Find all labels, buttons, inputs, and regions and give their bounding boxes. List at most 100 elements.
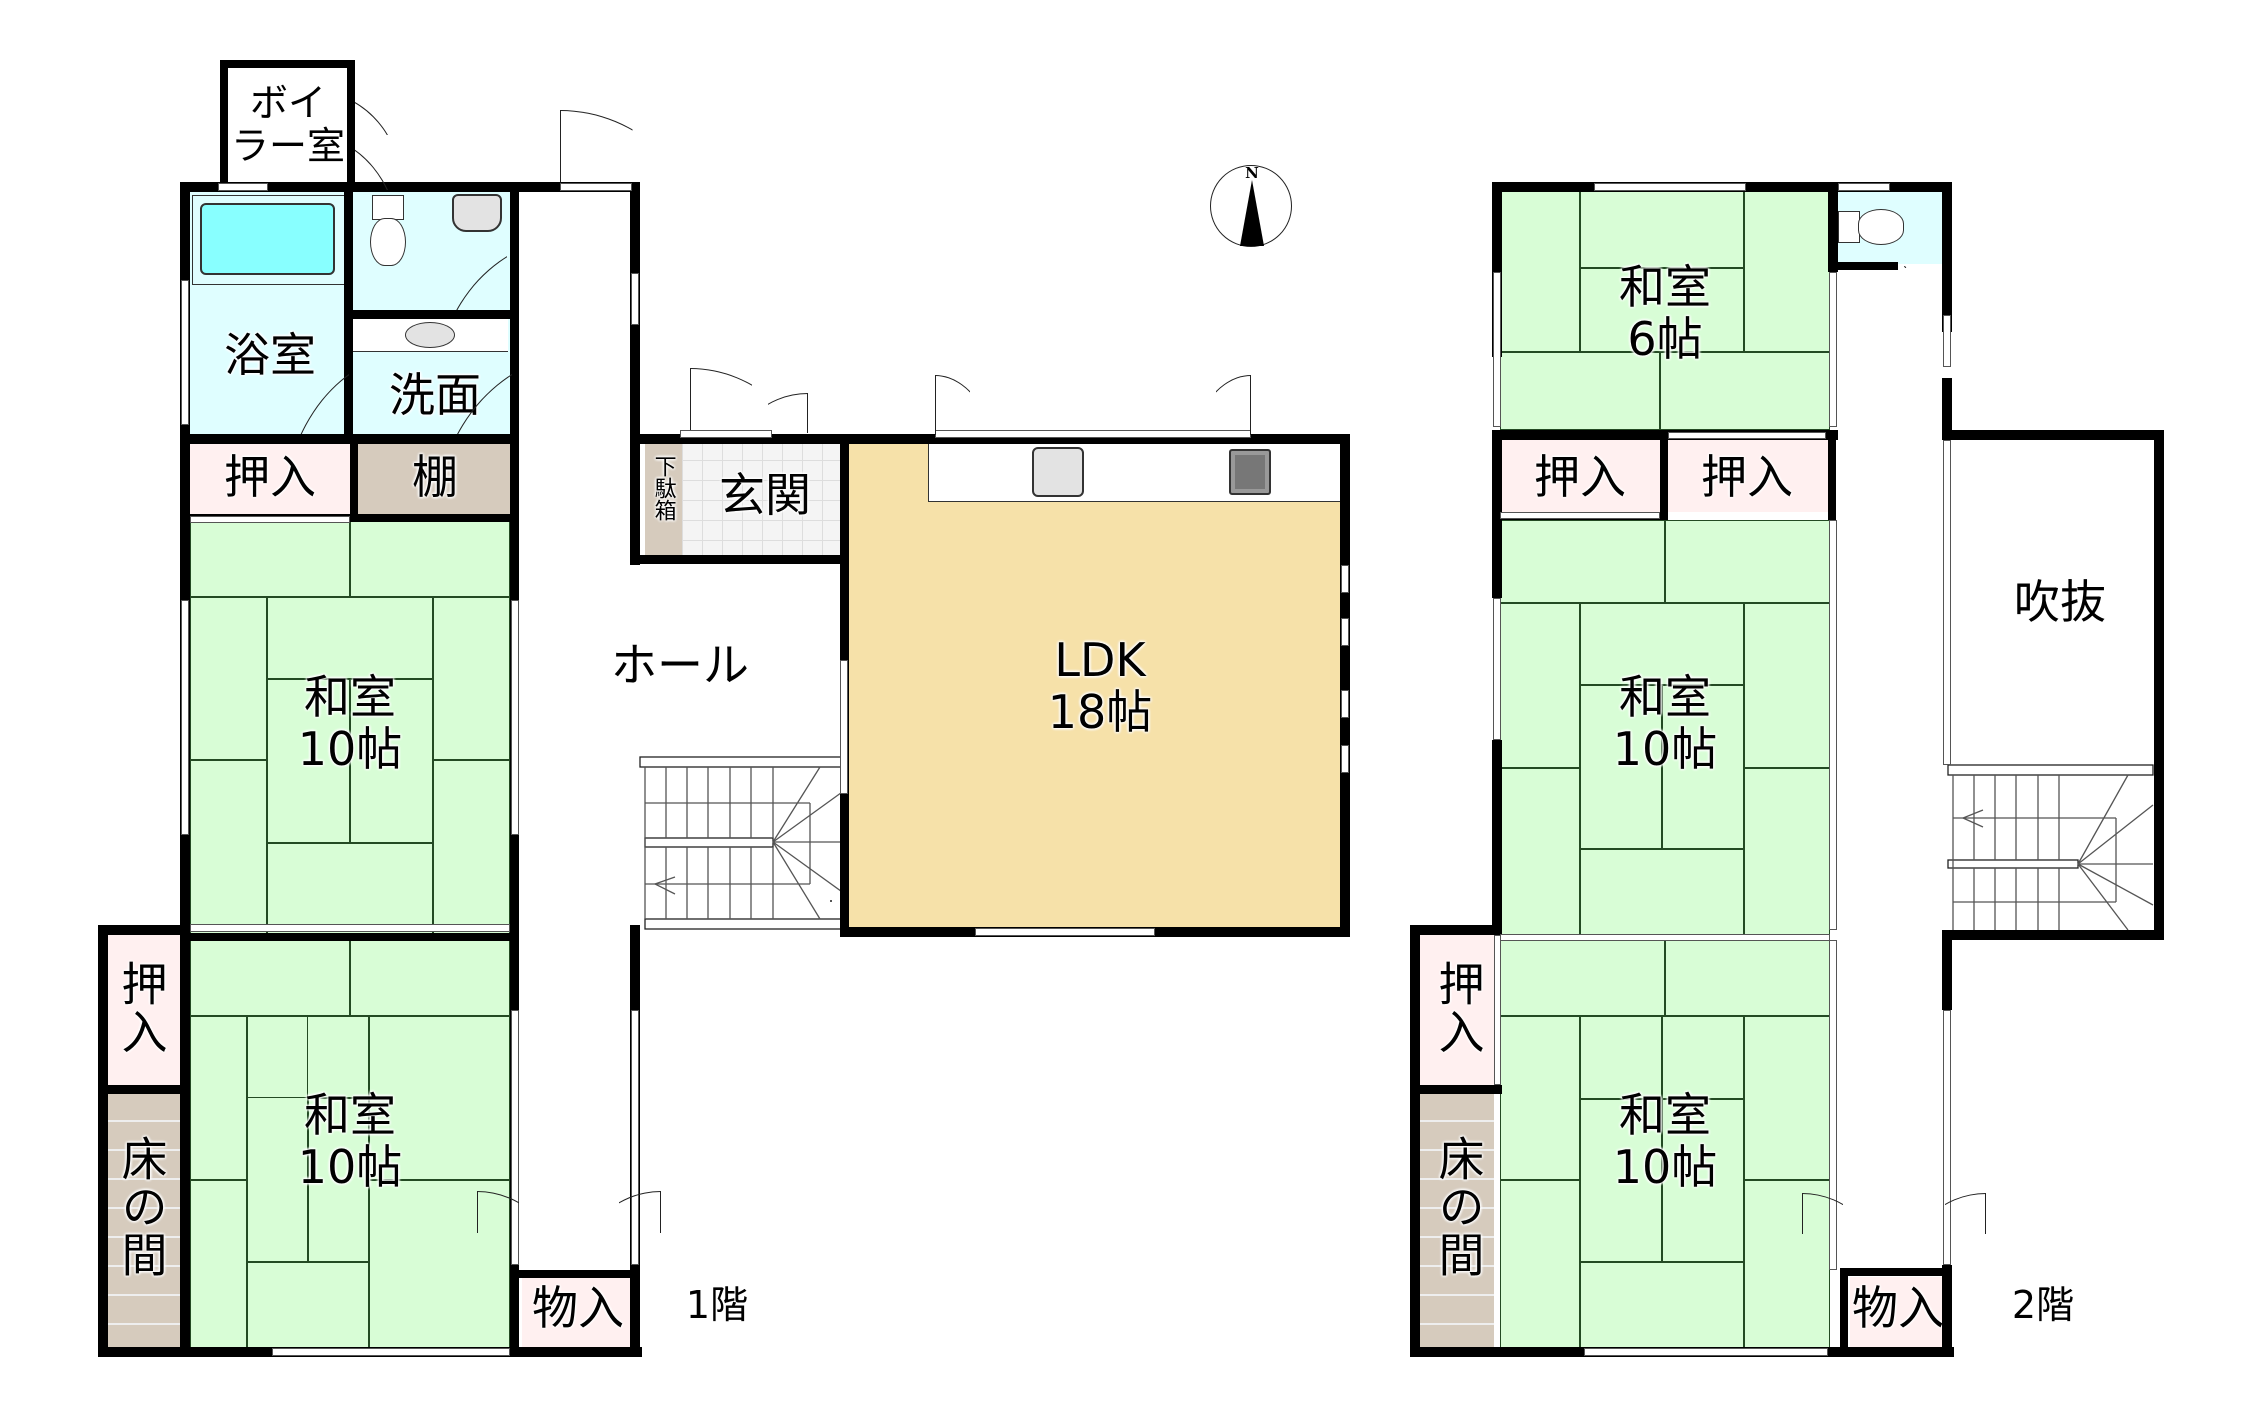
room-ldk[interactable] bbox=[848, 440, 1344, 930]
tatami-mat bbox=[1580, 268, 1744, 352]
room-closet-top[interactable] bbox=[190, 444, 350, 516]
tatami-mat bbox=[1580, 190, 1744, 268]
tatami-mat bbox=[1580, 1262, 1744, 1353]
tatami-mat bbox=[1500, 190, 1580, 352]
room-tokonoma[interactable] bbox=[100, 1093, 182, 1351]
room-washitsu-6[interactable] bbox=[1500, 190, 1830, 430]
label-shelf: 棚 bbox=[412, 450, 458, 504]
label-storage: 物入 bbox=[532, 1281, 624, 1335]
window bbox=[830, 900, 832, 902]
floor-1-label: 1階 bbox=[685, 1283, 749, 1327]
label-washitsu-lower-name: 和室 bbox=[304, 1088, 396, 1142]
window bbox=[1829, 520, 1837, 930]
room-corridor-2f[interactable] bbox=[1838, 268, 1948, 1268]
front-door-frame[interactable] bbox=[560, 183, 632, 191]
label-closet-a: 押入 bbox=[1534, 450, 1626, 504]
compass: N bbox=[1210, 164, 1292, 247]
window bbox=[1500, 512, 1660, 519]
tatami-mat bbox=[1500, 938, 1665, 1016]
window bbox=[1943, 1010, 1951, 1265]
tatami-mat bbox=[247, 1016, 308, 1262]
label-washroom: 洗面 bbox=[389, 368, 481, 422]
window bbox=[1341, 618, 1349, 646]
label-washitsu-lower-size: 10帖 bbox=[297, 1140, 403, 1194]
tatami-mat bbox=[308, 1098, 369, 1262]
room-hall-east[interactable] bbox=[635, 565, 845, 760]
tatami-mat bbox=[1662, 685, 1744, 849]
tatami-mat bbox=[190, 1180, 247, 1353]
room-closet-left-2f[interactable] bbox=[1420, 935, 1494, 1085]
tatami-mat bbox=[1665, 520, 1830, 603]
tatami-mat bbox=[190, 938, 350, 1016]
tatami-mat bbox=[433, 597, 510, 760]
window bbox=[1494, 935, 1501, 1085]
room-storage[interactable] bbox=[522, 1277, 634, 1351]
tatami-mat bbox=[1744, 768, 1830, 938]
room-tokonoma-2f[interactable] bbox=[1420, 1093, 1494, 1351]
window bbox=[1829, 940, 1837, 1270]
tatami-mat bbox=[1662, 1016, 1744, 1262]
label-bath: 浴室 bbox=[224, 328, 316, 382]
room-boiler[interactable] bbox=[220, 60, 355, 190]
label-closet-left-2f: 押入 bbox=[1431, 960, 1486, 1056]
window bbox=[1943, 315, 1951, 367]
staircase-2f-drawing bbox=[1947, 764, 2154, 931]
room-shelf[interactable] bbox=[358, 444, 510, 514]
window bbox=[181, 280, 189, 425]
window bbox=[511, 1010, 519, 1265]
stove-icon bbox=[1229, 449, 1271, 495]
toilet-tank-icon bbox=[372, 195, 404, 220]
tatami-mat bbox=[1580, 603, 1744, 685]
floor-2-label: 2階 bbox=[2011, 1283, 2075, 1327]
room-closet-b[interactable] bbox=[1668, 440, 1828, 512]
staircase-2f[interactable] bbox=[1947, 764, 2154, 931]
ldk-door-frame[interactable] bbox=[935, 430, 1251, 438]
staircase-drawing bbox=[639, 756, 846, 930]
label-storage-2f: 物入 bbox=[1852, 1281, 1944, 1335]
label-shoe-box: 下駄箱 bbox=[650, 455, 676, 521]
window bbox=[1838, 183, 1890, 191]
tatami-mat bbox=[1500, 768, 1580, 938]
room-shoe-box[interactable] bbox=[645, 440, 682, 555]
tatami-mat bbox=[1744, 190, 1830, 352]
label-washitsu-mid-size: 10帖 bbox=[1612, 722, 1718, 776]
tatami-mat bbox=[267, 679, 350, 843]
tatami-mat bbox=[1580, 1016, 1662, 1262]
tatami-mat bbox=[247, 1262, 369, 1353]
label-ldk-size: 18帖 bbox=[1047, 685, 1153, 739]
label-hall: ホール bbox=[611, 638, 749, 692]
room-storage-2f[interactable] bbox=[1850, 1277, 1946, 1351]
tatami-mat bbox=[1744, 603, 1830, 768]
tatami-mat bbox=[1580, 849, 1744, 938]
room-entrance[interactable] bbox=[682, 440, 840, 555]
tatami-mat bbox=[1580, 685, 1662, 849]
bathtub-icon bbox=[200, 203, 335, 275]
window bbox=[1493, 272, 1501, 427]
room-closet-left[interactable] bbox=[100, 935, 182, 1085]
window bbox=[181, 600, 189, 835]
label-washitsu-lower-2f-size: 10帖 bbox=[1612, 1140, 1718, 1194]
entrance-door-frame[interactable] bbox=[680, 430, 772, 438]
window bbox=[840, 660, 848, 794]
toilet-bowl-icon bbox=[1858, 209, 1904, 245]
label-closet-top: 押入 bbox=[224, 450, 316, 504]
label-washitsu-lower-2f-name: 和室 bbox=[1619, 1088, 1711, 1142]
tatami-mat bbox=[190, 520, 350, 597]
window bbox=[190, 516, 350, 523]
tatami-mat bbox=[267, 597, 433, 679]
tatami-mat bbox=[190, 1016, 247, 1180]
window bbox=[1341, 565, 1349, 593]
room-closet-a[interactable] bbox=[1500, 440, 1660, 512]
label-tokonoma-2f: 床の間 bbox=[1431, 1135, 1486, 1279]
door-frame bbox=[218, 183, 268, 191]
kitchen-counter bbox=[928, 440, 1344, 502]
room-hall[interactable] bbox=[518, 190, 635, 1270]
staircase[interactable] bbox=[639, 756, 846, 930]
label-atrium: 吹抜 bbox=[2014, 575, 2106, 629]
window bbox=[975, 928, 1155, 936]
label-washitsu-6-size: 6帖 bbox=[1627, 312, 1703, 366]
toilet-bowl-icon bbox=[370, 218, 406, 266]
label-closet-b: 押入 bbox=[1701, 450, 1793, 504]
room-atrium[interactable] bbox=[1958, 440, 2156, 765]
window bbox=[631, 1010, 639, 1265]
